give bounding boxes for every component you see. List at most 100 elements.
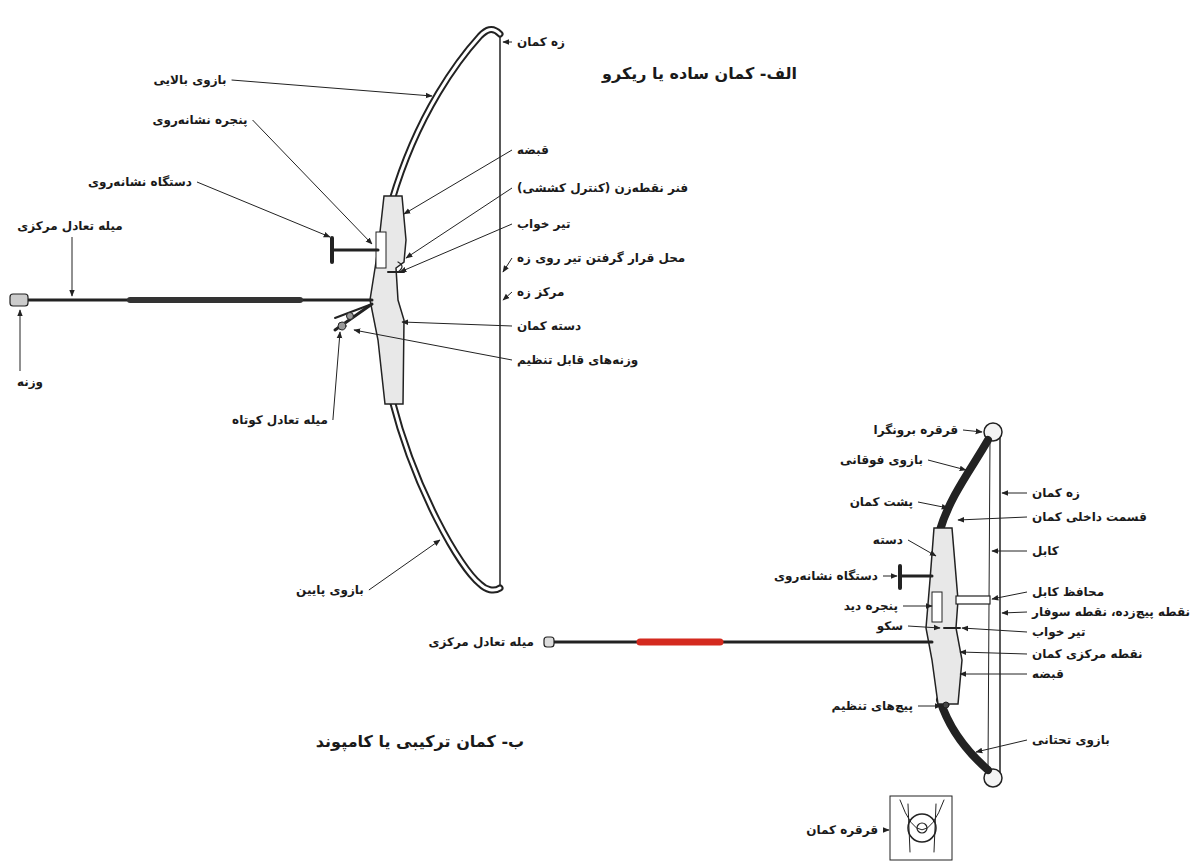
part-label: سکو bbox=[875, 618, 905, 634]
leader-line bbox=[72, 237, 73, 296]
part-label: تیر خواب bbox=[515, 216, 572, 232]
adjust-screw bbox=[943, 702, 949, 708]
part-label: بازوی بالایی bbox=[151, 72, 228, 88]
part-label: مرکز زه bbox=[515, 284, 567, 300]
short-stabilizer bbox=[335, 304, 372, 330]
part-label: قبضه bbox=[1030, 666, 1066, 682]
part-label: دستگاه نشانه‌روی bbox=[772, 568, 880, 584]
leader-line bbox=[883, 830, 889, 831]
part-label: دستگاه نشانه‌روی bbox=[86, 174, 194, 190]
leader-line bbox=[333, 332, 340, 420]
stabilizer-rod bbox=[24, 299, 372, 302]
part-label: بازوی تحتانی bbox=[1030, 732, 1112, 748]
leader-line bbox=[400, 224, 512, 272]
upper-limb bbox=[940, 440, 988, 530]
leader-line bbox=[928, 460, 966, 470]
part-label: دسته کمان bbox=[515, 318, 583, 334]
leader-line bbox=[908, 626, 940, 628]
figure-title: ب- کمان ترکیبی یا کامپوند bbox=[314, 732, 526, 752]
cam-detail bbox=[908, 814, 936, 842]
part-label: قرقره برونگرا bbox=[872, 422, 960, 438]
stabilizer-rod bbox=[130, 297, 300, 303]
leader-line bbox=[958, 517, 1027, 520]
lower-limb bbox=[392, 400, 500, 590]
part-label: پنجره دید bbox=[842, 598, 900, 614]
cam-inset bbox=[890, 796, 952, 860]
part-label: تیر خواب bbox=[1030, 624, 1087, 640]
stabilizer-red bbox=[640, 639, 720, 646]
part-label: میله تعادل مرکزی bbox=[15, 218, 125, 234]
part-label: بازوی فوقانی bbox=[838, 452, 925, 468]
upper-limb bbox=[392, 30, 500, 200]
leader-line bbox=[918, 706, 941, 707]
lower-limb bbox=[940, 700, 988, 770]
part-label: میله تعادل کوتاه bbox=[230, 412, 330, 428]
leader-line bbox=[503, 292, 512, 300]
leader-line bbox=[404, 150, 512, 214]
limb-highlight bbox=[392, 400, 500, 590]
leader-line bbox=[976, 740, 1027, 752]
leader-line bbox=[960, 652, 1027, 654]
weight bbox=[544, 637, 554, 647]
stabilizer-rod bbox=[552, 641, 932, 644]
part-label: وزنه‌های قابل تنظیم bbox=[515, 352, 640, 368]
leader-line bbox=[960, 674, 1027, 675]
part-label: قرقره کمان bbox=[804, 822, 880, 838]
part-label: زه کمان bbox=[1030, 485, 1082, 501]
cam-detail bbox=[900, 800, 944, 852]
leader-line bbox=[1002, 612, 1027, 613]
sight-window bbox=[932, 592, 942, 622]
part-label: قسمت داخلی کمان bbox=[1030, 509, 1149, 525]
leader-line bbox=[369, 540, 440, 590]
leader-line bbox=[992, 592, 1027, 599]
riser bbox=[926, 528, 962, 704]
leader-line bbox=[503, 42, 512, 43]
riser bbox=[370, 196, 406, 404]
part-label: کابل bbox=[1030, 543, 1061, 559]
arrow-rest bbox=[944, 627, 960, 629]
leader-line bbox=[908, 540, 936, 556]
sight-bar bbox=[332, 249, 378, 252]
limb-highlight bbox=[392, 30, 500, 200]
part-label: محافظ کابل bbox=[1030, 584, 1106, 600]
leader-line bbox=[962, 628, 1027, 632]
leader-line bbox=[992, 551, 1027, 552]
leader-line bbox=[253, 120, 372, 244]
part-label: فنر نقطه‌زن (کنترل کششی) bbox=[515, 180, 690, 196]
part-label: پشت کمان bbox=[848, 494, 915, 510]
leader-line bbox=[20, 310, 21, 371]
leader-line bbox=[963, 430, 982, 432]
leader-line bbox=[903, 606, 932, 607]
part-label: دسته bbox=[871, 532, 905, 548]
weight bbox=[10, 294, 28, 306]
leader-line bbox=[232, 80, 432, 96]
bow-string bbox=[999, 436, 1001, 774]
sight-pin bbox=[898, 566, 902, 588]
sight-bar bbox=[900, 575, 932, 578]
part-label: زه کمان bbox=[515, 34, 567, 50]
part-label: نقطه پیچ‌زده، نقطه سوفار bbox=[1030, 604, 1192, 620]
part-label: نقطه مرکزی کمان bbox=[1030, 646, 1145, 662]
cable-guard bbox=[956, 596, 990, 604]
part-label: پنجره نشانه‌روی bbox=[150, 112, 249, 128]
part-label: وزنه bbox=[15, 374, 45, 390]
cam-detail bbox=[917, 823, 927, 833]
bow-string bbox=[499, 34, 501, 588]
cable bbox=[988, 440, 990, 770]
plunger bbox=[398, 262, 402, 272]
leader-line bbox=[883, 576, 897, 577]
part-label: محل قرار گرفتن تیر روی زه bbox=[515, 250, 687, 266]
leader-line bbox=[354, 330, 512, 360]
leader-line bbox=[503, 258, 512, 272]
leader-line bbox=[197, 182, 330, 237]
sight-pin bbox=[330, 238, 334, 262]
adjustable-weight bbox=[347, 313, 354, 320]
part-label: قبضه bbox=[515, 142, 551, 158]
part-label: پیچ‌های تنظیم bbox=[830, 698, 915, 714]
part-label: بازوی پایین bbox=[294, 582, 366, 598]
leader-line bbox=[406, 188, 512, 258]
leader-line bbox=[1002, 493, 1027, 494]
leader-line bbox=[918, 502, 948, 508]
